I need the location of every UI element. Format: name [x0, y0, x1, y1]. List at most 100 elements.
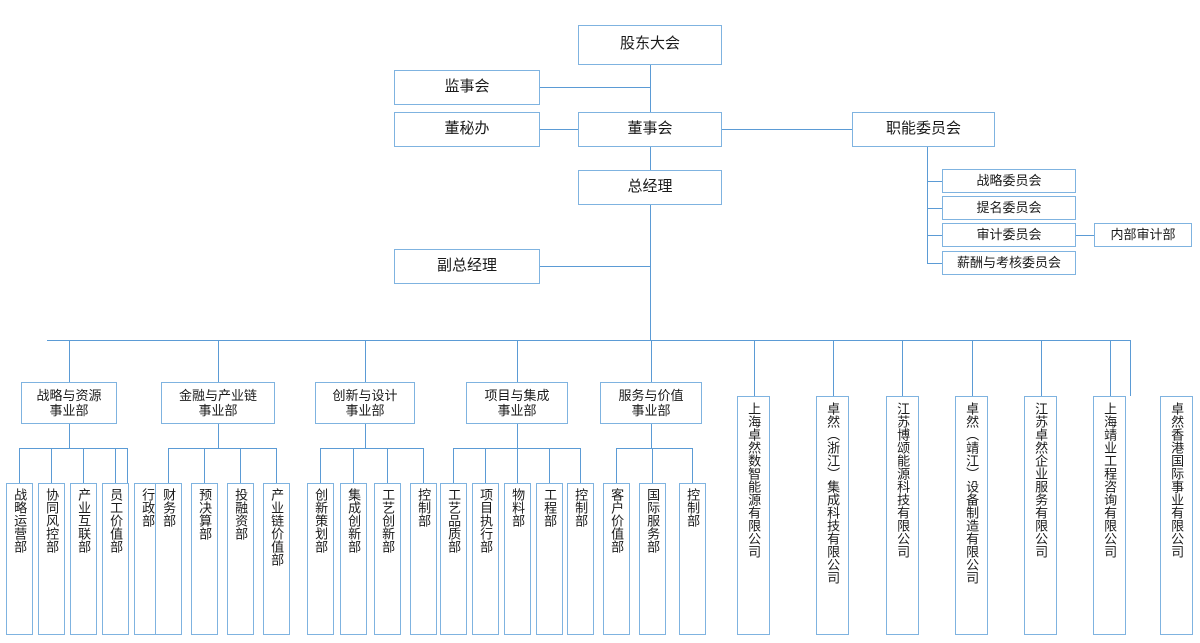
connector-division-1-drop-2	[51, 448, 52, 483]
box-division-innovation-design[interactable]: 创新与设计 事业部	[315, 382, 415, 424]
connector-division-3-drop-4	[423, 448, 424, 483]
box-shareholders-meeting[interactable]: 股东大会	[578, 25, 722, 65]
connector-division-1-drop-3	[83, 448, 84, 483]
box-dept-international-service[interactable]: 国际服务部	[639, 483, 666, 635]
box-supervisory-board[interactable]: 监事会	[394, 70, 540, 105]
dept-label: 产业互联部	[76, 488, 92, 553]
connector-division-2-stem	[218, 424, 219, 448]
connector-division-5-drop-2	[652, 448, 653, 483]
connector-division-2-drop-3	[240, 448, 241, 483]
connector-division-4-drop-2	[485, 448, 486, 483]
connector-drop-subsidiary-2	[833, 340, 834, 396]
dept-label: 工艺创新部	[380, 488, 396, 553]
box-dept-process-innovation[interactable]: 工艺创新部	[374, 483, 401, 635]
box-dept-process-quality[interactable]: 工艺品质部	[440, 483, 467, 635]
subsidiary-label: 上海靖业工程咨询有限公司	[1102, 402, 1118, 558]
connector-committee-stub-1	[927, 181, 943, 182]
connector-committee-stub-4	[927, 263, 943, 264]
box-division-project-integration[interactable]: 项目与集成 事业部	[466, 382, 568, 424]
box-dept-collaborative-risk-control[interactable]: 协同风控部	[38, 483, 65, 635]
dept-label: 预决算部	[197, 488, 213, 540]
connector-audit-to-internal-audit	[1076, 235, 1094, 236]
dept-label: 控制部	[685, 488, 701, 527]
dept-label: 战略运营部	[12, 488, 28, 553]
box-subsidiary-shanghai-jingye-engineering-consulting[interactable]: 上海靖业工程咨询有限公司	[1093, 396, 1126, 635]
box-subsidiary-zhuoran-hongkong-international[interactable]: 卓然香港国际事业有限公司	[1160, 396, 1193, 635]
box-dept-materials[interactable]: 物料部	[504, 483, 531, 635]
box-dept-strategy-operations[interactable]: 战略运营部	[6, 483, 33, 635]
subsidiary-label: 卓然（浙江）集成科技有限公司	[825, 402, 841, 584]
box-committee-nomination[interactable]: 提名委员会	[942, 196, 1076, 220]
box-committee-audit[interactable]: 审计委员会	[942, 223, 1076, 247]
connector-gm-trunk	[650, 205, 651, 341]
connector-division-3-drop-2	[353, 448, 354, 483]
connector-division-1-bus	[19, 448, 127, 449]
connector-deputy-to-trunk	[540, 266, 651, 267]
box-dept-project-execution[interactable]: 项目执行部	[472, 483, 499, 635]
box-board-secretary-office[interactable]: 董秘办	[394, 112, 540, 147]
box-dept-control-service[interactable]: 控制部	[679, 483, 706, 635]
box-dept-industry-chain-value[interactable]: 产业链价值部	[263, 483, 290, 635]
box-dept-finance[interactable]: 财务部	[155, 483, 182, 635]
box-dept-investment-financing[interactable]: 投融资部	[227, 483, 254, 635]
connector-division-5-stem	[651, 424, 652, 448]
connector-division-5-drop-3	[692, 448, 693, 483]
box-deputy-general-manager[interactable]: 副总经理	[394, 249, 540, 284]
box-subsidiary-jiangsu-bosong-energy[interactable]: 江苏博颂能源科技有限公司	[886, 396, 919, 635]
box-internal-audit-department[interactable]: 内部审计部	[1094, 223, 1192, 247]
box-dept-customer-value[interactable]: 客户价值部	[603, 483, 630, 635]
box-dept-integrated-innovation[interactable]: 集成创新部	[340, 483, 367, 635]
box-general-manager[interactable]: 总经理	[578, 170, 722, 205]
connector-committee-stub-2	[927, 208, 943, 209]
connector-division-4-stem	[517, 424, 518, 448]
connector-division-bus	[47, 340, 1130, 341]
connector-division-3-drop-1	[320, 448, 321, 483]
connector-division-4-drop-3	[517, 448, 518, 483]
box-subsidiary-zhuoran-jingjiang-equipment[interactable]: 卓然（靖江）设备制造有限公司	[955, 396, 988, 635]
box-division-service-value[interactable]: 服务与价值 事业部	[600, 382, 702, 424]
subsidiary-label: 江苏卓然企业服务有限公司	[1033, 402, 1049, 558]
box-dept-employee-value[interactable]: 员工价值部	[102, 483, 129, 635]
connector-division-2-drop-1	[168, 448, 169, 483]
connector-committee-stub-3	[927, 235, 943, 236]
box-subsidiary-shanghai-zhuoran-digital-energy[interactable]: 上海卓然数智能源有限公司	[737, 396, 770, 635]
connector-division-1-drop-4	[115, 448, 116, 483]
connector-division-4-drop-4	[549, 448, 550, 483]
subsidiary-label: 卓然香港国际事业有限公司	[1169, 402, 1185, 558]
connector-division-3-bus	[320, 448, 423, 449]
connector-drop-subsidiary-1	[754, 340, 755, 396]
box-dept-control-design[interactable]: 控制部	[410, 483, 437, 635]
connector-drop-subsidiary-3	[902, 340, 903, 396]
box-dept-industry-interconnection[interactable]: 产业互联部	[70, 483, 97, 635]
division-label: 服务与价值 事业部	[618, 387, 684, 418]
connector-division-1-stem	[69, 424, 70, 448]
box-committee-remuneration-appraisal[interactable]: 薪酬与考核委员会	[942, 251, 1076, 275]
connector-board-to-gm	[650, 147, 651, 170]
box-subsidiary-jiangsu-zhuoran-enterprise-service[interactable]: 江苏卓然企业服务有限公司	[1024, 396, 1057, 635]
box-dept-budget-settlement[interactable]: 预决算部	[191, 483, 218, 635]
division-label: 金融与产业链 事业部	[178, 387, 257, 418]
dept-label: 国际服务部	[645, 488, 661, 553]
box-division-strategy-resources[interactable]: 战略与资源 事业部	[21, 382, 117, 424]
box-functional-committees[interactable]: 职能委员会	[852, 112, 995, 147]
box-division-finance-industrial-chain[interactable]: 金融与产业链 事业部	[161, 382, 275, 424]
box-subsidiary-zhuoran-zhejiang-integration[interactable]: 卓然（浙江）集成科技有限公司	[816, 396, 849, 635]
dept-label: 员工价值部	[108, 488, 124, 553]
box-dept-control-project[interactable]: 控制部	[567, 483, 594, 635]
connector-division-4-drop-5	[580, 448, 581, 483]
box-dept-engineering[interactable]: 工程部	[536, 483, 563, 635]
box-board-of-directors[interactable]: 董事会	[578, 112, 722, 147]
connector-division-1-drop-5	[127, 448, 128, 483]
connector-drop-division-5	[651, 340, 652, 382]
connector-drop-subsidiary-5	[1041, 340, 1042, 396]
dept-label: 物料部	[510, 488, 526, 527]
connector-division-5-drop-1	[616, 448, 617, 483]
connector-division-5-bus	[616, 448, 692, 449]
dept-label: 投融资部	[233, 488, 249, 540]
connector-drop-subsidiary-6	[1110, 340, 1111, 396]
connector-division-2-drop-2	[204, 448, 205, 483]
connector-board-to-committees	[722, 129, 852, 130]
box-committee-strategy[interactable]: 战略委员会	[942, 169, 1076, 193]
box-dept-innovation-planning[interactable]: 创新策划部	[307, 483, 334, 635]
